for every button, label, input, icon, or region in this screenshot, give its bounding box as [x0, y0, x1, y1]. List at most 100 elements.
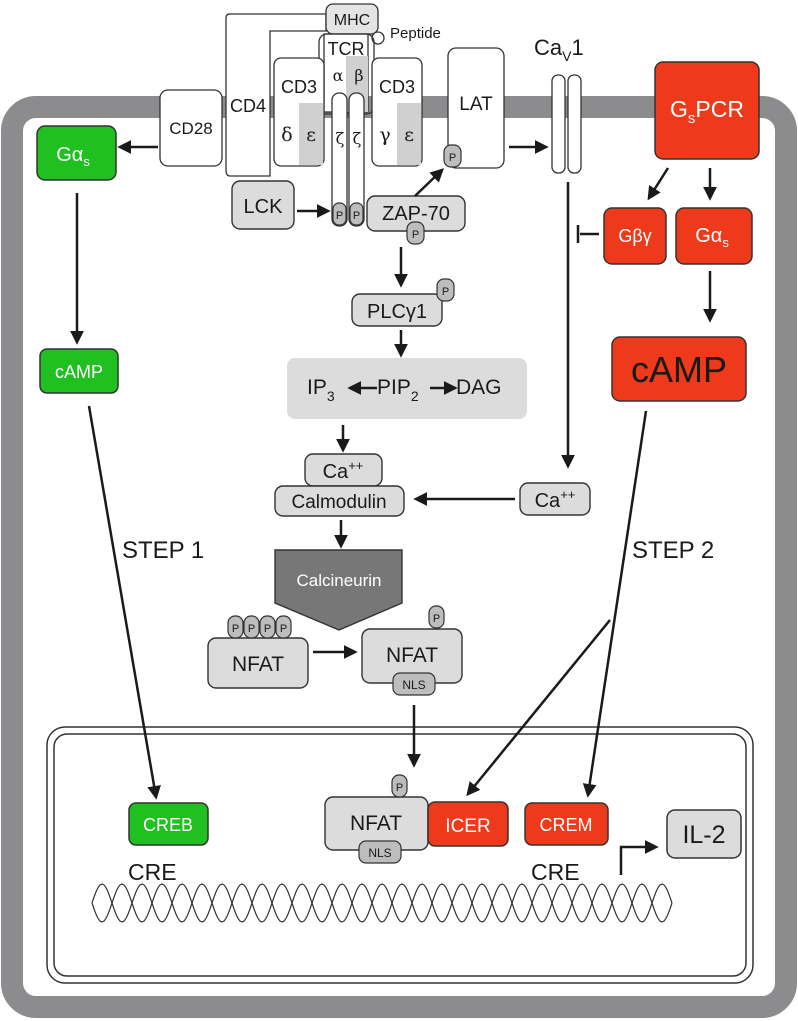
nfat-p-4-label: P — [280, 623, 287, 635]
peptide-label: Peptide — [390, 25, 441, 42]
nfat-nuclear-p — [391, 774, 408, 798]
arrow-cre-to-il2 — [619, 840, 659, 875]
cd28-box — [159, 89, 223, 167]
zap70-p-label: P — [412, 229, 419, 241]
zeta-chain-1 — [331, 92, 348, 227]
cd3-left-shade — [299, 103, 323, 165]
tcr-alpha: α — [333, 66, 344, 85]
crem-box — [524, 802, 609, 846]
nfat-active-p — [428, 605, 445, 629]
camp-right-box — [611, 336, 747, 402]
cd28-label: CD28 — [169, 119, 212, 138]
peptide-circle — [371, 31, 385, 45]
dna-helix — [91, 883, 673, 923]
nucleus-inner — [53, 733, 747, 977]
cre-left-label: CRE — [128, 859, 177, 885]
nfat-nuclear-label: NFAT — [350, 812, 402, 835]
il2-box — [666, 809, 742, 859]
nfat-p-label: NFAT — [232, 653, 284, 676]
zeta-p-1 — [332, 202, 347, 226]
dna-strand-1 — [91, 883, 673, 923]
zeta-1-label: ζ — [336, 129, 345, 148]
ca-right-label: Ca++ — [535, 487, 576, 512]
nfat-p-3-label: P — [264, 623, 271, 635]
gas-right-box — [675, 207, 753, 265]
pip2-label: PIP2 — [377, 376, 419, 404]
zeta-chain-2 — [348, 92, 365, 227]
zap70-p — [406, 221, 425, 245]
cre-right-label: CRE — [531, 859, 580, 885]
ca-right-box — [519, 482, 591, 516]
arrow-zap-to-lat — [414, 168, 444, 197]
gspcr-label: GsPCR — [670, 96, 744, 127]
gspcr-box — [654, 61, 760, 160]
calmodulin-box — [274, 485, 405, 517]
calcineurin-shape — [274, 549, 403, 631]
camp-left-box — [39, 348, 119, 394]
calcineurin-label: Calcineurin — [296, 571, 381, 590]
cd4-receptor — [225, 13, 327, 177]
gas-left-box — [36, 125, 117, 181]
zeta-p-2-label: P — [353, 210, 360, 222]
nfat-p-1 — [227, 615, 244, 639]
ip3-label: IP3 — [307, 376, 335, 404]
cd3-delta: δ — [281, 124, 292, 146]
arrow-camp-to-crem — [582, 410, 648, 798]
nfat-nuclear-nls-label: NLS — [368, 846, 391, 860]
gas-right-label: Gαs — [695, 225, 729, 250]
lat-box — [447, 47, 505, 169]
cd3-left-label: CD3 — [281, 77, 317, 97]
lck-box — [231, 180, 295, 230]
lat-p — [443, 144, 462, 168]
zeta-2-label: ζ — [353, 129, 362, 148]
icer-box — [427, 801, 509, 847]
nfat-active-p-label: P — [433, 613, 440, 625]
zeta-p-2 — [349, 202, 364, 226]
ca-center-label: Ca++ — [323, 458, 364, 483]
nfat-nuclear-nls — [358, 840, 402, 864]
arrow-camp-to-creb — [87, 405, 161, 800]
nfat-nuclear-p-label: P — [396, 782, 403, 794]
arrow-gspcr-to-gbg — [647, 167, 670, 201]
plc-p-label: P — [442, 286, 449, 298]
nfat-p-4 — [275, 615, 292, 639]
nfat-p-1-label: P — [232, 623, 239, 635]
mhc-label: MHC — [334, 12, 370, 29]
lat-p-label: P — [449, 152, 456, 164]
dag-label: DAG — [456, 376, 502, 399]
dna-strand-2 — [91, 883, 673, 923]
lck-label: LCK — [244, 196, 284, 218]
crem-label: CREM — [540, 815, 593, 835]
zap70-label: ZAP-70 — [382, 203, 450, 225]
lat-label: LAT — [459, 94, 493, 115]
step1-label: STEP 1 — [122, 537, 204, 564]
camp-right-label: cAMP — [631, 349, 727, 390]
nfat-p-3 — [259, 615, 276, 639]
nfat-p-2-label: P — [248, 623, 255, 635]
camp-left-label: cAMP — [55, 362, 103, 382]
tcr-beta: β — [354, 66, 363, 85]
arrow-camp-to-icer — [466, 619, 611, 797]
cd3-gamma: γ — [379, 124, 390, 146]
nfat-p-2 — [243, 615, 260, 639]
gbg-label: Gβγ — [618, 226, 651, 246]
tcr-label: TCR — [328, 39, 365, 59]
cav1-channel-right — [567, 74, 582, 174]
cd3-epsilon-left: ε — [306, 124, 316, 146]
cd4-label: CD4 — [230, 96, 266, 116]
plc-p — [436, 278, 455, 302]
il2-label: IL-2 — [682, 821, 725, 849]
plc-label: PLCγ1 — [367, 301, 427, 323]
cd3-right-shade — [397, 103, 421, 165]
nfat-active-nls — [392, 672, 436, 696]
lipid-panel — [287, 358, 527, 419]
cd3-right-label: CD3 — [379, 77, 415, 97]
calmodulin-label: Calmodulin — [291, 492, 386, 513]
gbg-box — [603, 207, 667, 265]
cav1-channel-left — [551, 74, 566, 174]
nfat-p-box — [207, 637, 309, 689]
nfat-active-nls-label: NLS — [402, 678, 425, 692]
gas-left-label: Gαs — [56, 144, 90, 169]
step2-label: STEP 2 — [632, 537, 714, 564]
